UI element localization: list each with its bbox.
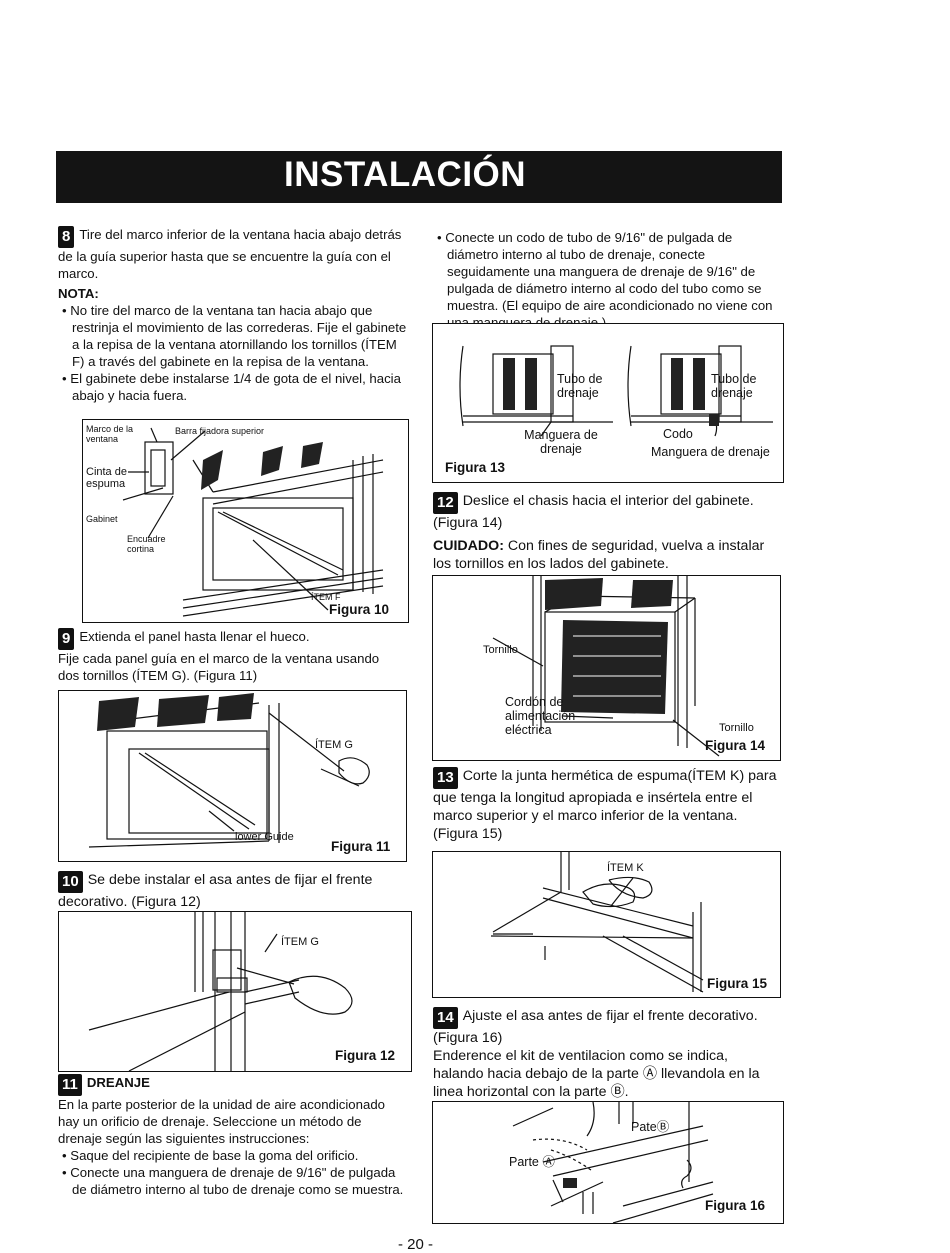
figure-13-caption: Figura 13 [445,460,506,475]
note-bullet-2: • El gabinete debe instalarse 1/4 de got… [62,371,401,403]
note-title: NOTA: [58,286,99,301]
label-cordon: Cordón de alimentación eléctrica [505,695,576,737]
figure-16: PateⒷ Parte Ⓐ Figura 16 [432,1101,784,1224]
page-number: - 20 - [398,1236,434,1253]
label-item-g-11: ÍTEM G [315,739,353,751]
step-14-number: 14 [433,1007,458,1029]
figure-15-caption: Figura 15 [707,976,768,991]
label-tornillo-2: Tornillo [719,722,754,734]
step-9-line-2: Fije cada panel guía en el marco de la v… [58,651,380,683]
figure-14-illustration [492,576,720,757]
figure-11: ÍTEM G lower Guide Figura 11 [58,690,407,862]
label-cinta: Cinta de espuma [86,466,127,490]
step-10-number: 10 [58,871,83,893]
figure-10-caption: Figura 10 [329,602,390,617]
label-gabinet: Gabinet [86,514,118,524]
label-tornillo-1: Tornillo [483,644,518,656]
step-14-text-2: Enderence el kit de ventilacion como se … [433,1048,760,1100]
step-13-text: Corte la junta hermética de espuma(ÍTEM … [433,768,777,842]
drain-bullet-2: • Conecte una manguera de drenaje de 9/1… [62,1165,404,1197]
step-8-text: Tire del marco inferior de la ventana ha… [58,227,402,281]
note-bullet-1: • No tire del marco de la ventana tan ha… [62,303,407,369]
step-9-section: 9 Extienda el panel hasta llenar el hueco… [58,628,403,684]
step-11-section: 11 DREANJE En la parte posterior de la un… [58,1074,408,1198]
step-13-number: 13 [433,767,458,789]
drain-bullet-1: • Saque del recipiente de base la goma d… [62,1148,359,1163]
step-11-number: 11 [58,1074,82,1096]
step-11-text: En la parte posterior de la unidad de ai… [58,1097,385,1146]
label-tubo-2: Tubo de drenaje [711,372,757,400]
step-10-text: Se debe instalar el asa antes de fijar e… [58,872,373,910]
label-item-g-12: ÍTEM G [281,936,319,948]
step-9-line-1: Extienda el panel hasta llenar el hueco. [79,629,310,644]
title-banner: INSTALACIÓN [56,151,782,203]
figure-12-illustration [88,912,353,1071]
step-14-text: Ajuste el asa antes de fijar el frente d… [433,1008,758,1046]
step-12-text: Deslice el chasis hacia el interior del … [433,493,754,531]
figure-16-illustration [512,1102,714,1223]
right-bullet-section: • Conecte un codo de tubo de 9/16" de pu… [433,229,781,331]
label-barra: Barra fijadora superior [175,426,265,436]
figure-13: Tubo de drenaje Manguera de drenaje Tubo… [432,323,784,483]
label-codo: Codo [663,427,693,441]
figure-12-caption: Figura 12 [335,1048,396,1063]
label-marco: Marco de la ventana [86,424,134,444]
figure-16-caption: Figura 16 [705,1198,766,1213]
label-item-k: ÍTEM K [607,862,644,874]
label-tubo-1: Tubo de drenaje [557,372,603,400]
figure-11-caption: Figura 11 [331,839,391,854]
figure-14-caption: Figura 14 [705,738,766,753]
label-parte-b: PateⒷ [631,1120,670,1134]
figure-14: Tornillo Cordón de alimentación eléctric… [432,575,781,761]
step-12-number: 12 [433,492,458,514]
caution-text: Con fines de seguridad, vuelva a instala… [433,538,765,572]
step-8-number: 8 [58,226,75,248]
step-11-title: DREANJE [86,1075,150,1090]
figure-12: ÍTEM G Figura 12 [58,911,412,1072]
figure-10-illustration [122,427,384,617]
figure-13-illustration [459,345,773,437]
step-9-number: 9 [58,628,75,650]
figure-11-illustration [88,693,370,848]
label-manguera-1: Manguera de drenaje [524,428,598,456]
figure-10: Marco de la ventana Barra fijadora super… [82,419,409,623]
label-manguera-2: Manguera de drenaje [651,445,770,459]
label-encuadre: Encuadre cortina [127,534,166,554]
figure-15-illustration [490,852,704,993]
page-title: INSTALACIÓN [284,155,527,194]
figure-15: ÍTEM K Figura 15 [432,851,781,998]
caution-label: CUIDADO: [433,538,504,554]
label-item-f: ÍTEM F [311,592,341,602]
elbow-bullet: • Conecte un codo de tubo de 9/16" de pu… [437,230,773,330]
label-lower-guide: lower Guide [235,831,294,843]
label-parte-a: Parte Ⓐ [509,1155,555,1169]
